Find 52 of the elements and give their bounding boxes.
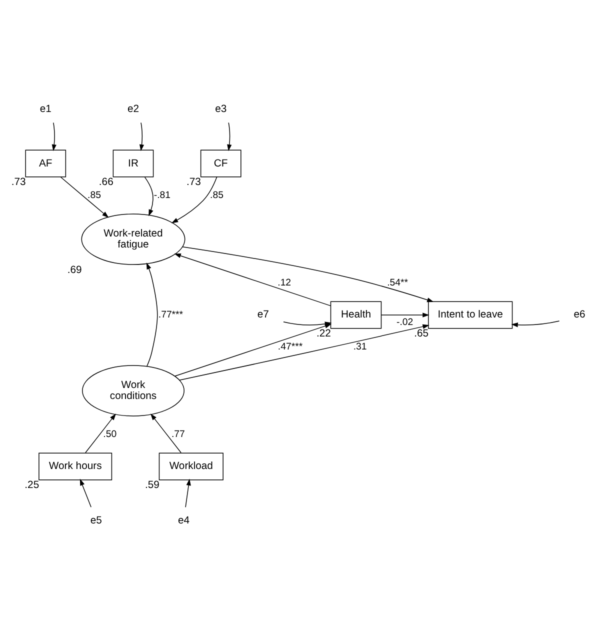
node-label: .25 [24,480,40,492]
node-label: .66 [98,177,114,188]
node-box: CF [200,150,242,178]
node-label: .59 [144,480,160,492]
arrow [174,254,332,306]
edge-label: .77*** [158,310,184,321]
arrow [381,312,430,318]
arrow [80,478,92,508]
arrow [174,324,332,376]
node-text: e1 [40,104,52,116]
node-text: e5 [90,515,102,526]
arrow [511,320,560,328]
node-text: e6 [574,310,586,321]
node-label: .73 [11,177,26,188]
arrow [146,262,158,367]
arrow [227,122,232,152]
arrow [52,122,56,152]
arrow [171,176,218,224]
edge-label: .47*** [278,341,303,352]
edge-label: -.02 [396,316,414,328]
edge-label: .85 [88,190,101,201]
node-text: e3 [215,104,227,116]
node-label: .69 [67,264,82,276]
edge-label: .54** [387,278,408,289]
node-label: .22 [316,328,331,340]
node-text: e7 [257,310,269,321]
node-box: Health [330,301,382,329]
edge-label: .85 [210,190,224,201]
node-box: Intent to leave [428,301,513,329]
node-box: IR [112,150,154,178]
arrow [150,414,182,454]
edge-label: -.81 [154,190,171,201]
node-text: e4 [178,515,190,526]
edge-label: .77 [171,429,185,440]
edge-label: .31 [353,341,367,352]
arrow [179,324,430,381]
arrow [139,122,144,152]
arrow [185,478,191,508]
arrow [182,246,434,302]
node-box: AF [25,150,66,178]
edge-label: .50 [103,429,117,440]
node-label: .73 [186,177,201,188]
node-text: e2 [127,104,140,116]
node-box: Workload [158,452,224,480]
node-box: Work hours [38,452,112,480]
arrow [85,414,116,454]
node-label: .65 [414,328,429,340]
node-ellipse: Work conditions [82,365,184,416]
arrow [60,176,109,218]
edge-label: .12 [278,278,292,289]
arrow [144,176,154,216]
node-ellipse: Work-related fatigue [81,214,186,265]
